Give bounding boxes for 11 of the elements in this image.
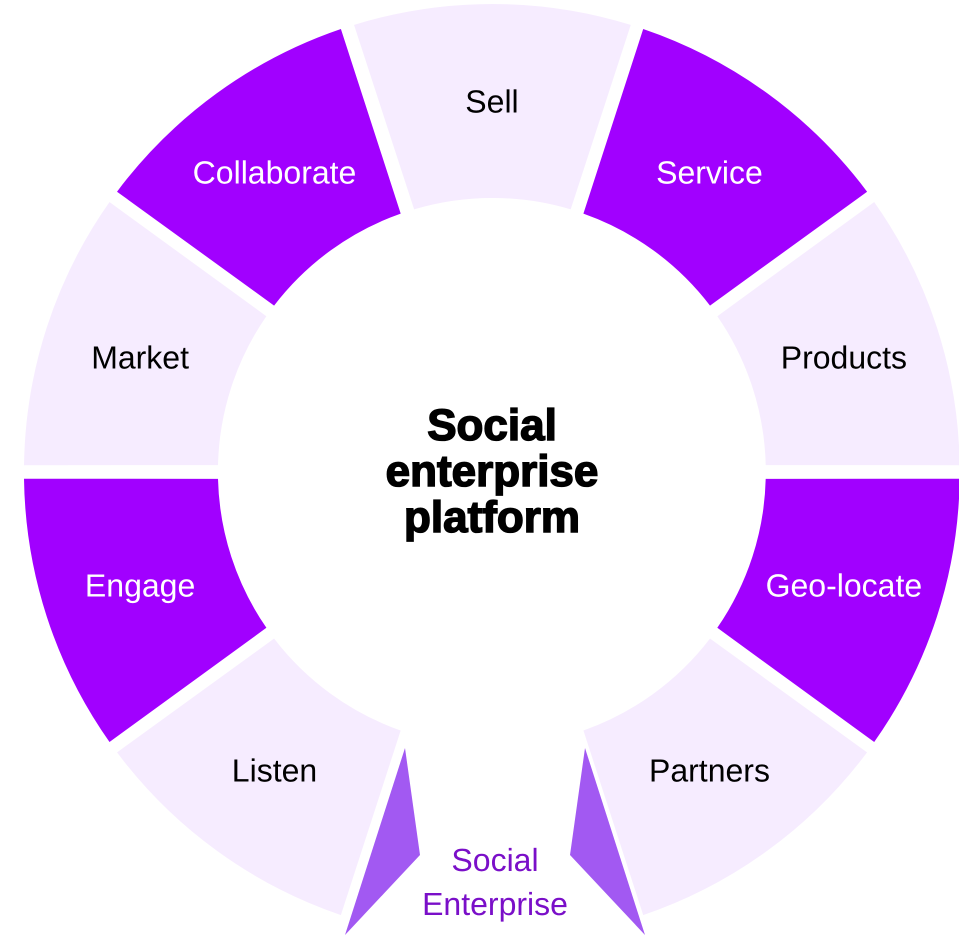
segment-label: Market (91, 339, 189, 376)
segment-label: Engage (84, 568, 196, 605)
segment-label: Partners (649, 752, 770, 790)
gap-label: Social Enterprise (421, 841, 569, 924)
segment-label: Listen (232, 752, 318, 790)
segment-label: Products (780, 339, 908, 376)
hub-title: Social enterprise platform (384, 403, 600, 541)
segment-label: Service (656, 154, 763, 192)
segment-label: Sell (465, 84, 519, 120)
segment-label: Geo-locate (766, 568, 922, 605)
segment-label: Collaborate (192, 154, 356, 192)
